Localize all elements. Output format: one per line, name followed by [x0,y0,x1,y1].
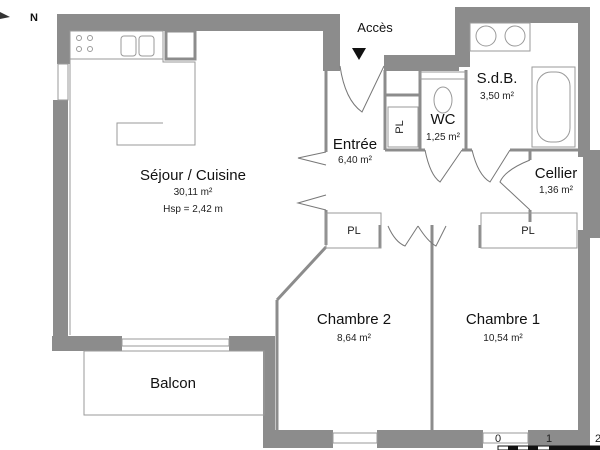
closet-label-chambre1: PL [521,225,534,237]
windows [57,63,529,444]
room-name-sejour: Séjour / Cuisine [140,167,246,184]
access-label: Accès [357,20,393,35]
closet-label-chambre2: PL [347,225,360,237]
kitchen-counter [69,29,197,335]
room-name-wc: WC [431,111,456,128]
room-area-wc: 1,25 m² [426,132,461,143]
room-name-balcon: Balcon [150,375,196,392]
room-area-chambre2: 8,64 m² [337,333,372,344]
room-name-entree: Entrée [333,136,377,153]
balcony-outline [83,350,265,416]
room-area-chambre1: 10,54 m² [483,333,523,344]
closet-label-entree: PL [394,120,406,133]
room-area-cellier: 1,36 m² [539,185,574,196]
room-area-sejour: 30,11 m² [174,187,213,198]
room-area-sdb: 3,50 m² [480,91,515,102]
scale-bar: 0 1 2 [495,433,600,450]
room-area-entree: 6,40 m² [338,155,373,166]
walls [52,7,600,448]
access-arrow-icon [352,48,366,60]
north-arrow-icon [0,12,10,19]
room-name-sdb: S.d.B. [477,70,518,87]
interior-walls [275,70,580,432]
doors [296,65,531,247]
compass-label: N [30,12,38,24]
room-name-cellier: Cellier [535,165,578,182]
scale-tick-2: 2 [595,433,600,445]
room-name-chambre2: Chambre 2 [317,311,391,328]
room-name-chambre1: Chambre 1 [466,311,540,328]
bathroom-fixtures [419,22,576,148]
scale-tick-1: 1 [546,433,552,445]
room-height-sejour: Hsp = 2,42 m [163,204,223,215]
closets [325,106,578,249]
scale-tick-0: 0 [495,433,501,445]
